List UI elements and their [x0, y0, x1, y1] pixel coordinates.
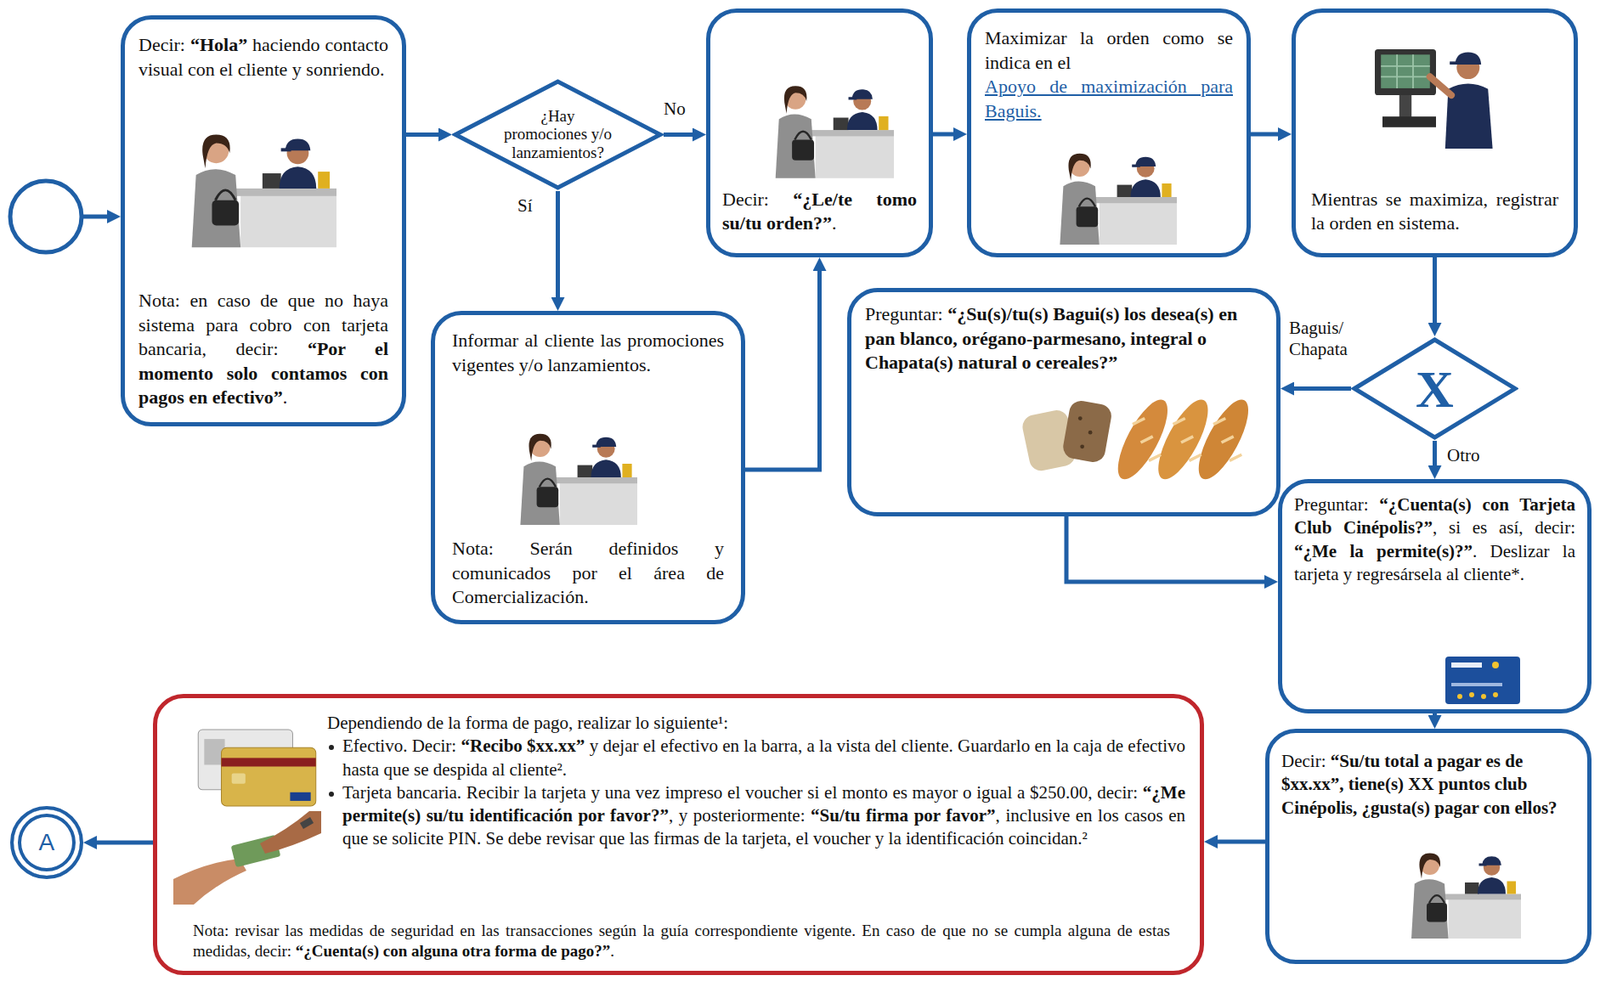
process-box: Informar al cliente las promociones vige…: [430, 310, 746, 625]
bullet-text: Efectivo. Decir: “Recibo $xx.xx” y dejar…: [327, 734, 1186, 782]
node-text: Preguntar: “¿Su(s)/tu(s) Bagui(s) los de…: [865, 302, 1239, 376]
process-box: Decir: “Su/tu total a pagar es de $xx.xx…: [1265, 729, 1592, 965]
flow-arrow: [555, 191, 560, 305]
bold-run: “¿Me la permite(s)?”: [1294, 541, 1473, 562]
payment-box: Dependiendo de la forma de pago, realiza…: [152, 694, 1205, 976]
club-card: [1445, 656, 1521, 705]
process-box: Decir: “Hola” haciendo contacto visual c…: [120, 15, 407, 427]
node-text: X: [1415, 362, 1454, 416]
bold-run: “Recibo $xx.xx”: [460, 735, 585, 757]
edge-label: Sí: [514, 195, 536, 217]
process-box: Preguntar: “¿Su(s)/tu(s) Bagui(s) los de…: [847, 288, 1281, 517]
photo-register: [1374, 49, 1493, 149]
node-text: Mientras se maximiza, registrar la orden…: [1311, 187, 1559, 237]
process-box: Mientras se maximiza, registrar la orden…: [1291, 8, 1578, 258]
flow-arrow: [1287, 386, 1352, 391]
text-block: Mientras se maximiza, registrar la orden…: [1311, 187, 1559, 237]
flow-arrow: [406, 132, 446, 137]
bold-run: “Hola”: [190, 33, 248, 56]
node-text: Preguntar: “¿Cuenta(s) con Tarjeta Club …: [1294, 493, 1576, 587]
flow-arrow: [932, 132, 961, 137]
edge-label: Otro: [1444, 445, 1483, 467]
flow-arrow: [1250, 132, 1285, 137]
node-text: Nota: en caso de que no haya sistema par…: [138, 288, 389, 411]
node-text: Dependiendo de la forma de pago, realiza…: [327, 712, 1186, 735]
flow-arrow: [663, 132, 700, 137]
flow-arrow: [1432, 440, 1437, 473]
flow-arrow: [1432, 713, 1437, 723]
bullet-text: Tarjeta bancaria. Recibir la tarjeta y u…: [327, 781, 1186, 852]
flow-arrow: [1210, 840, 1266, 845]
bread-picture: [1020, 393, 1258, 487]
node-text: A: [39, 831, 56, 855]
photo-order: [775, 85, 894, 179]
diamond-shape: [455, 81, 661, 188]
node-text: Informar al cliente las promociones vige…: [452, 328, 724, 378]
node-text: Maximizar la orden como se indica en el: [984, 26, 1233, 75]
process-box: Maximizar la orden como se indica en elA…: [966, 8, 1251, 258]
text-block: Nota: en caso de que no haya sistema par…: [138, 288, 389, 411]
flow-arrow: [745, 264, 820, 470]
flow-arrow: [90, 841, 153, 846]
bold-run: “¿Me permite(s) su/tu identificación por…: [342, 782, 1186, 826]
edge-label: No: [661, 98, 689, 120]
node-text: ¿Hay promociones y/o lanzamientos?: [498, 107, 618, 164]
flow-arrow: [1432, 257, 1437, 330]
text-block: Nota: revisar las medidas de seguridad e…: [192, 921, 1171, 963]
hands-money: [173, 811, 322, 905]
photo-greeting: [192, 135, 337, 249]
bold-run: “¿Cuenta(s) con Tarjeta Club Cinépolis?”: [1294, 494, 1576, 538]
text-block: ¿Hay promociones y/o lanzamientos?: [498, 107, 618, 164]
edge-label: Baguis/ Chapata: [1286, 317, 1377, 361]
bold-run: “¿Cuenta(s) con alguna otra forma de pag…: [295, 942, 611, 961]
text-block: Maximizar la orden como se indica en elA…: [984, 26, 1233, 124]
bold-run: “¿Su(s)/tu(s) Bagui(s) los desea(s) en p…: [865, 303, 1238, 374]
start-arrow: [81, 214, 114, 220]
node-text: Decir: “¿Le/te tomo su/tu orden?”.: [722, 187, 917, 237]
diamond-shape: [1354, 339, 1516, 438]
process-box: Decir: “¿Le/te tomo su/tu orden?”.: [706, 8, 933, 258]
bold-run: “Por el momento solo contamos con pagos …: [138, 338, 389, 408]
decision-diamond: ¿Hay promociones y/o lanzamientos?: [452, 78, 664, 192]
text-block: Nota: Serán definidos y comunicados por …: [452, 537, 724, 611]
text-block: Dependiendo de la forma de pago, realiza…: [327, 712, 1186, 852]
bank-cards: [197, 729, 316, 807]
bold-run: “Su/tu firma por favor”: [810, 805, 996, 826]
photo-maximize: [1059, 153, 1177, 245]
connector-circle: A: [10, 806, 84, 880]
flow-arrow: [1066, 516, 1272, 583]
text-block: Preguntar: “¿Su(s)/tu(s) Bagui(s) los de…: [865, 302, 1239, 376]
node-text: Decir: “Hola” haciendo contacto visual c…: [138, 33, 389, 82]
photo-promo: [520, 434, 638, 526]
process-box: Preguntar: “¿Cuenta(s) con Tarjeta Club …: [1277, 479, 1592, 714]
photo-total: [1411, 853, 1521, 940]
link-text: Apoyo de maximización para Baguis.: [984, 74, 1233, 124]
text-block: Decir: “Su/tu total a pagar es de $xx.xx…: [1281, 750, 1571, 820]
bold-run: “¿Le/te tomo su/tu orden?”: [722, 188, 917, 235]
bold-run: “Su/tu total a pagar es de $xx.xx”, tien…: [1281, 751, 1558, 819]
node-text: Nota: Serán definidos y comunicados por …: [452, 537, 724, 611]
text-block: X: [1415, 362, 1454, 416]
text-block: Preguntar: “¿Cuenta(s) con Tarjeta Club …: [1294, 493, 1576, 587]
start-circle: [10, 180, 82, 253]
node-text: Decir: “Su/tu total a pagar es de $xx.xx…: [1281, 750, 1571, 820]
text-block: Informar al cliente las promociones vige…: [452, 328, 724, 378]
text-block: A: [39, 831, 56, 855]
node-text: Nota: revisar las medidas de seguridad e…: [192, 921, 1171, 963]
text-block: Decir: “¿Le/te tomo su/tu orden?”.: [722, 187, 917, 237]
text-block: Decir: “Hola” haciendo contacto visual c…: [138, 33, 389, 82]
